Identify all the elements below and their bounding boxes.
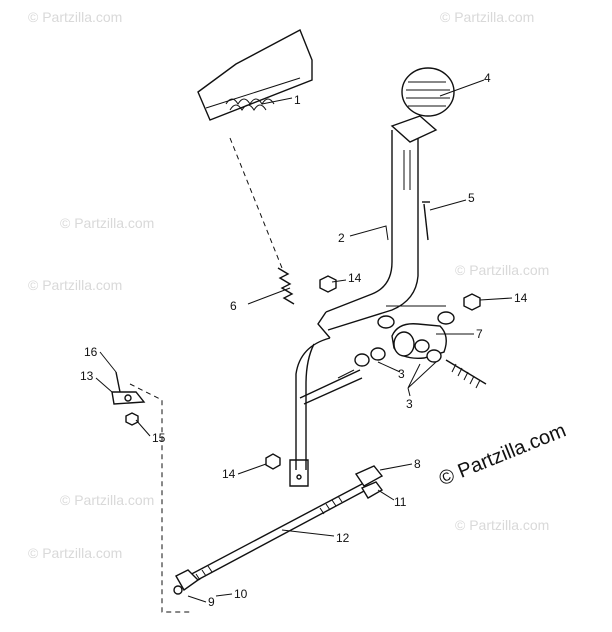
callout-3b: 3 (406, 397, 413, 411)
callout-12: 12 (336, 531, 350, 545)
watermark-1: © Partzilla.com (28, 9, 122, 25)
return-spring (229, 137, 295, 305)
leader-lines (95, 79, 513, 603)
callout-14b: 14 (514, 291, 528, 305)
watermark-5: © Partzilla.com (455, 262, 549, 278)
callout-3a: 3 (398, 367, 405, 381)
callout-6: 6 (230, 299, 237, 313)
callout-15: 15 (152, 431, 166, 445)
callout-4: 4 (484, 71, 491, 85)
callout-5: 5 (468, 191, 475, 205)
watermark-7: © Partzilla.com (28, 545, 122, 561)
pivot-assembly (299, 305, 487, 405)
callout-11: 11 (394, 495, 407, 509)
callout-7: 7 (476, 327, 483, 341)
callout-2: 2 (338, 231, 345, 245)
callout-16: 16 (84, 345, 98, 359)
callout-8: 8 (414, 457, 421, 471)
watermark-4: © Partzilla.com (28, 277, 122, 293)
callout-14c: 14 (222, 467, 236, 481)
callout-1: 1 (294, 93, 301, 107)
brake-rod (173, 465, 384, 595)
brake-pedal (289, 67, 455, 487)
floor-panel (197, 29, 313, 121)
bolt (422, 201, 430, 241)
watermarks: © Partzilla.com © Partzilla.com © Partzi… (28, 9, 549, 561)
watermark-3: © Partzilla.com (60, 215, 154, 231)
callout-9: 9 (208, 595, 215, 609)
callout-14a: 14 (348, 271, 362, 285)
nuts (265, 275, 481, 470)
callout-10: 10 (234, 587, 248, 601)
watermark-2: © Partzilla.com (440, 9, 534, 25)
callouts: 1 2 3 3 4 5 6 7 8 9 10 11 12 13 14 14 14… (80, 71, 528, 609)
watermark-8: © Partzilla.com (455, 517, 549, 533)
callout-13: 13 (80, 369, 94, 383)
watermark-6: © Partzilla.com (60, 492, 154, 508)
